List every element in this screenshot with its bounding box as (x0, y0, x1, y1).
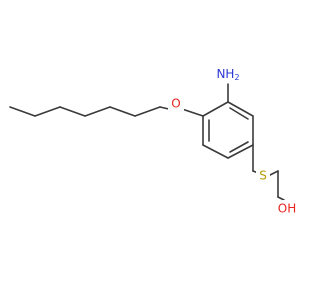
amino-group-label: NH2 (216, 66, 240, 82)
bond (202, 101, 229, 117)
molecule-diagram: O NH2 S OH (9, 66, 298, 216)
bond (229, 107, 249, 120)
ether-oxygen-text: O (171, 97, 180, 111)
hydroxyl-group-text: OH (278, 202, 296, 216)
bond (109, 106, 136, 117)
thioether-sulfur-label: S (256, 168, 270, 184)
amino-subscript-text: 2 (234, 73, 239, 82)
amino-base-text: NH (216, 67, 234, 81)
bond (9, 106, 36, 117)
bond (202, 144, 229, 159)
ether-oxygen-label: O (168, 95, 184, 111)
hydroxyl-group-label: OH (276, 200, 298, 216)
bond (134, 106, 161, 117)
bond (34, 106, 61, 117)
amino-group-text: NH2 (216, 67, 239, 82)
thioether-sulfur-text: S (259, 169, 267, 183)
bond (277, 196, 285, 201)
bond (229, 141, 249, 153)
bond (227, 101, 254, 117)
bond (59, 106, 86, 117)
bond (84, 106, 111, 117)
bond (227, 144, 254, 159)
